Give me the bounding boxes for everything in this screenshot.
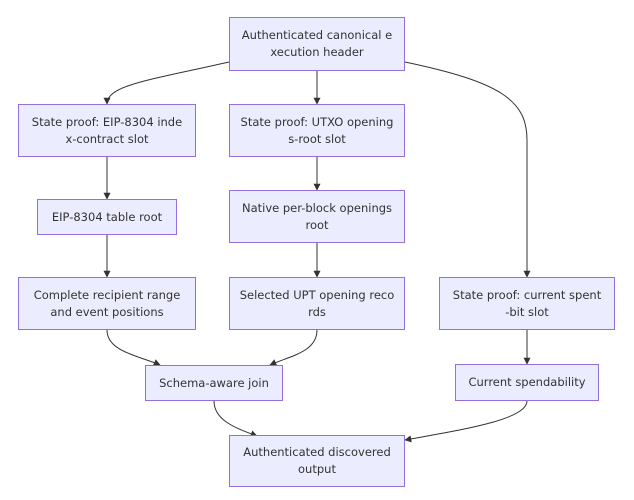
node-label-line: x-contract slot <box>65 131 149 146</box>
edge-header-to-eip-slot <box>103 61 230 105</box>
node-label-line: -bit slot <box>505 304 549 319</box>
node-label-line: xecution header <box>270 45 364 59</box>
node-label-line: EIP-8304 table root <box>51 209 163 224</box>
node-label-line: Native per-block openings <box>241 200 393 215</box>
edge-upt-records-to-join <box>269 329 318 366</box>
edge-header-to-spent-slot <box>404 61 531 278</box>
node-authenticated-execution-header: Authenticated canonical e xecution header <box>229 17 405 71</box>
node-recipient-range: Complete recipient range and event positi… <box>18 277 196 330</box>
node-label-line: Current spendability <box>468 375 586 389</box>
node-native-openings-root: Native per-block openings root <box>229 190 405 243</box>
node-label-line: Authenticated discovered <box>243 445 391 459</box>
node-authenticated-discovered-output: Authenticated discovered output <box>229 435 405 487</box>
node-label-line: State proof: current spent <box>452 287 602 302</box>
node-label-line: Selected UPT opening reco <box>239 287 395 302</box>
node-label-line: Authenticated canonical e <box>241 28 393 42</box>
node-label-line: rds <box>308 304 326 319</box>
node-eip-8304-table-root: EIP-8304 table root <box>37 199 177 235</box>
node-eip-8304-slot-proof: State proof: EIP-8304 inde x-contract slo… <box>18 104 196 157</box>
node-upt-opening-records: Selected UPT opening reco rds <box>229 277 405 330</box>
node-label-line: root <box>305 217 329 232</box>
node-label-line: Complete recipient range <box>33 287 181 302</box>
node-spent-bit-slot-proof: State proof: current spent -bit slot <box>439 277 615 330</box>
node-utxo-openings-slot-proof: State proof: UTXO opening s-root slot <box>229 104 405 157</box>
node-label-line: s-root slot <box>288 131 346 146</box>
node-schema-aware-join: Schema-aware join <box>145 365 283 401</box>
node-label-line: Schema-aware join <box>159 375 269 390</box>
edge-recipient-to-join <box>106 329 161 366</box>
node-label-line: State proof: UTXO opening <box>240 114 394 129</box>
node-current-spendability: Current spendability <box>455 364 599 401</box>
node-label-line: State proof: EIP-8304 inde <box>31 114 183 129</box>
edge-spendability-to-output <box>404 400 528 443</box>
edge-join-to-output <box>213 400 258 438</box>
node-label-line: and event positions <box>50 304 164 319</box>
node-label-line: output <box>298 462 336 476</box>
